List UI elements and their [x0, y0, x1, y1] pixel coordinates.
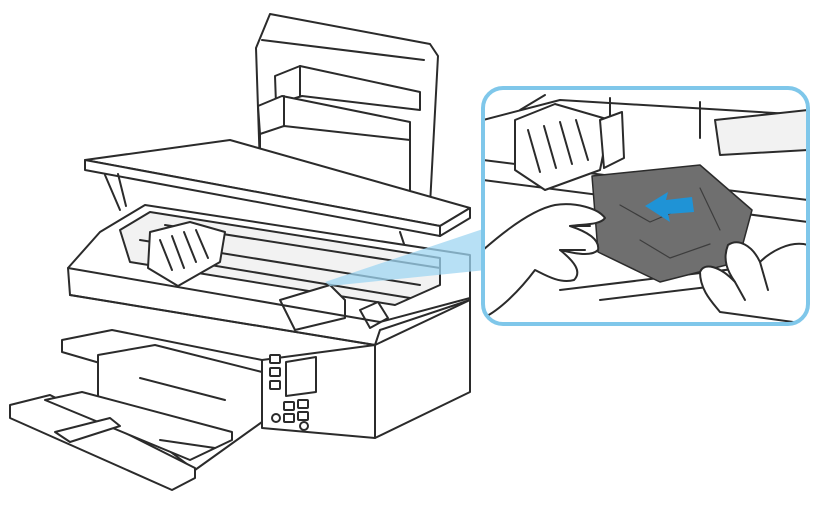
detail-view-border: [481, 86, 810, 326]
detail-view: [481, 86, 810, 326]
printer: [9, 13, 471, 491]
left-hand: [483, 203, 606, 319]
output-tray: [9, 329, 263, 491]
operation-panel: [269, 354, 317, 431]
right-hand: [699, 241, 808, 324]
rear-paper-support: [255, 13, 439, 206]
pull-direction-arrow: [645, 192, 694, 222]
scanner-unit: [84, 139, 471, 251]
callout-beam: [325, 228, 486, 286]
